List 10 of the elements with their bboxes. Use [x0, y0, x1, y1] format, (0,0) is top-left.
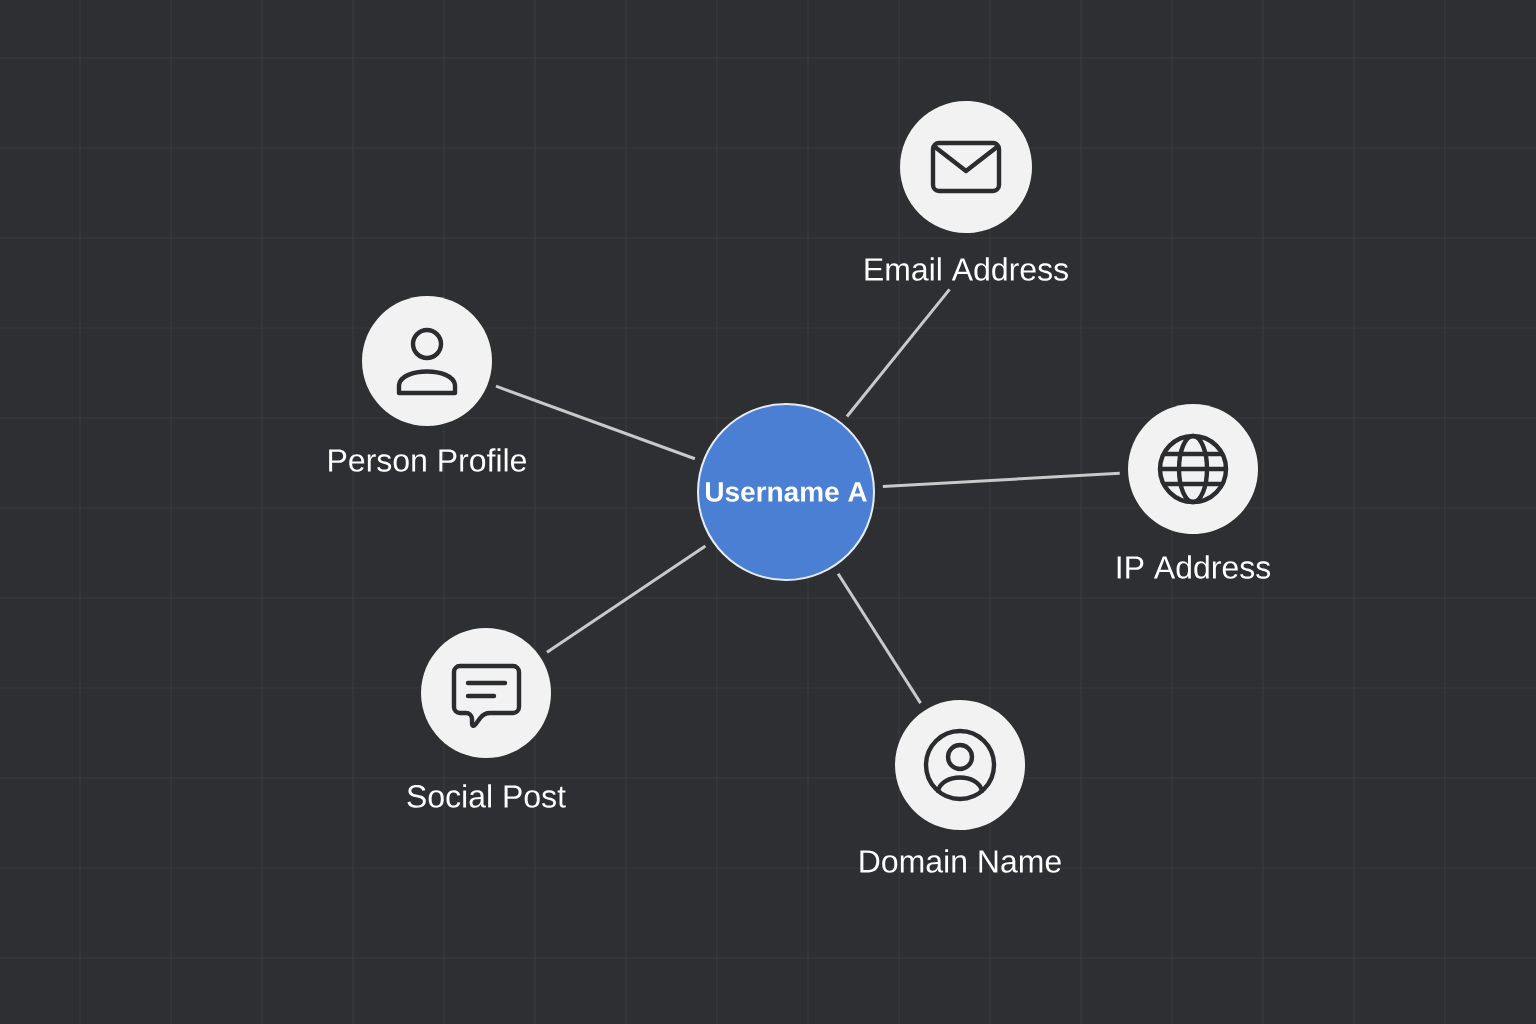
- connector-line: [495, 384, 696, 461]
- node-label: Domain Name: [860, 849, 1061, 873]
- node-label: Email Address: [865, 257, 1068, 281]
- connector-line: [546, 544, 707, 654]
- connector-line: [882, 471, 1120, 489]
- connector-line: [836, 573, 922, 704]
- node-label: IP Address: [1117, 555, 1271, 579]
- connector-line: [845, 288, 951, 418]
- node-label: Person Profile: [329, 448, 526, 472]
- node-label: Social Post: [407, 784, 566, 808]
